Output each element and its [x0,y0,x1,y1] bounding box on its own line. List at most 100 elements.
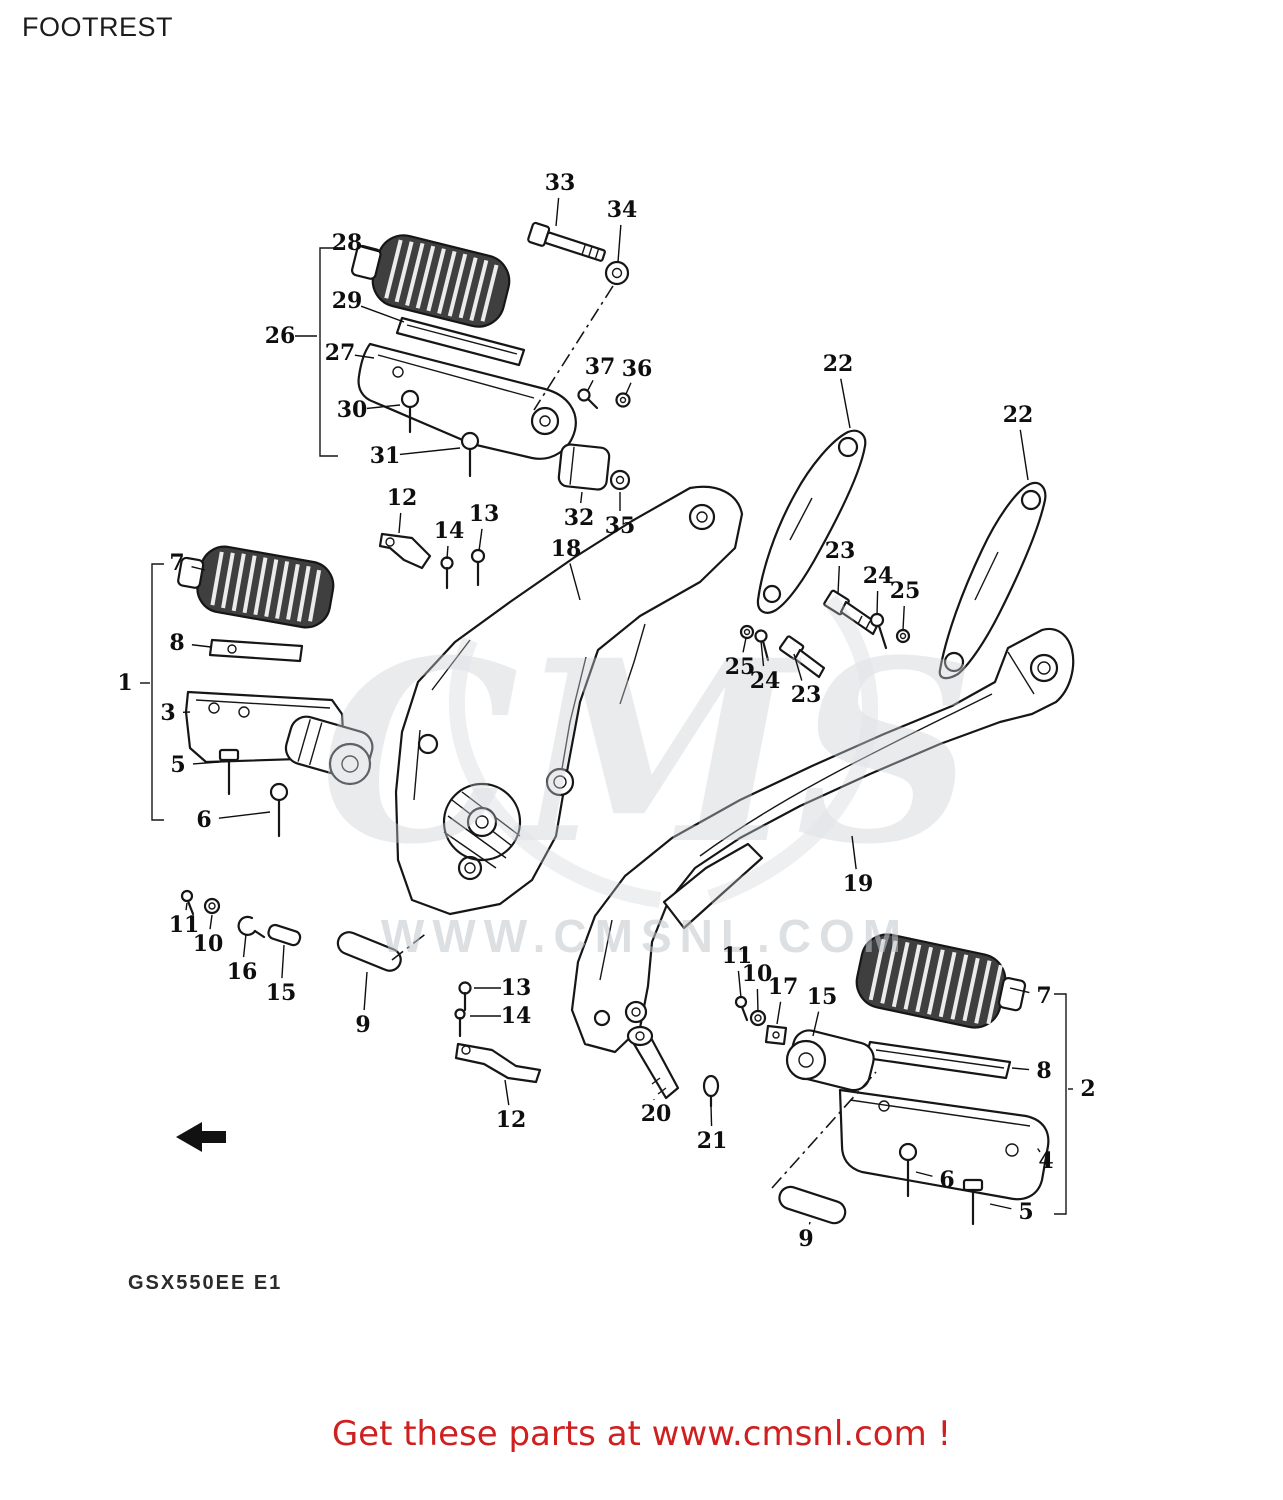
part-number-label: 37 [585,354,616,380]
part-11-screw [180,889,194,903]
leader-line [569,563,581,601]
fasteners-mid-left [378,532,486,590]
fasteners-right-upper [739,589,911,679]
model-code: GSX550EE E1 [128,1272,283,1294]
part-number-label: 18 [551,536,582,562]
part-19-frame-bracket [570,627,1075,1054]
leader-line [756,988,759,1013]
leader-line [191,565,206,571]
part-number-label: 24 [750,668,781,694]
part-number-label: 23 [825,538,856,564]
part-22-arms [756,429,1047,680]
part-number-label: 1 [117,670,132,696]
part-number-label: 31 [370,443,401,469]
part-7-rubber-peg-right [855,933,1027,1029]
part-number-label: 11 [169,912,200,938]
part-12-bracket-lower [454,1042,542,1084]
part-number-label: 14 [501,1003,532,1029]
part-13-screw [470,548,486,564]
part-13-screw-lower [458,981,472,995]
leader-line [876,590,879,616]
part-35-nut [609,469,631,491]
part-number-label: 13 [501,975,532,1001]
direction-arrow-icon [176,1122,226,1152]
part-number-label: 12 [496,1107,527,1133]
part-number-label: 21 [697,1128,728,1154]
part-number-label: 17 [768,974,799,1000]
leader-line [915,1171,933,1177]
leader-line [617,224,622,263]
part-number-label: 10 [193,931,224,957]
part-number-label: 9 [798,1226,813,1252]
part-29-bar [395,316,526,367]
part-number-label: 29 [332,288,363,314]
leader-line [366,404,401,410]
leader-line [399,447,461,456]
part-number-label: 6 [939,1167,954,1193]
leader-line [555,197,560,227]
part-number-label: 24 [863,563,894,589]
leader-line [192,761,220,765]
part-6-screw [269,782,289,802]
part-8-bar-right [864,1040,1012,1080]
leader-line [504,1079,510,1106]
leader-line [837,565,841,595]
part-number-label: 8 [1036,1058,1051,1084]
part-number-label: 23 [791,682,822,708]
leader-line [446,545,449,560]
leader-line [902,605,905,631]
part-number-label: 11 [722,943,753,969]
leader-line [361,246,381,253]
leader-line [478,528,483,552]
part-number-label: 4 [1038,1148,1053,1174]
leader-line [354,354,375,359]
page-title: FOOTREST [22,12,173,42]
watermark-logo-text: CMS [320,605,976,899]
part-number-label: 6 [196,807,211,833]
leader-line [191,644,212,648]
part-number-label: 25 [890,578,921,604]
part-number-label: 13 [469,501,500,527]
dimension-brackets [151,247,1067,1215]
leader-line [281,944,285,979]
part-28-rubber-peg [350,234,511,328]
part-number-label: 35 [605,513,636,539]
leader-line [812,1011,820,1037]
part-number-label: 12 [387,485,418,511]
watermark: CMS WWW.CMSNL.COM [320,595,976,962]
part-17-clip [764,1024,788,1046]
part-8-bar [208,638,304,663]
leader-line [989,1203,1012,1210]
part-32-spacer [557,443,611,491]
part-number-label: 33 [545,170,576,196]
part-12-bracket [378,532,432,570]
part-number-label: 10 [742,961,773,987]
part-37-screw [577,388,591,402]
leader-line [840,378,851,429]
part-number-label: 5 [1018,1199,1033,1225]
part-number-label: 25 [725,654,756,680]
part-number-label: 7 [169,550,184,576]
leader-line [1019,429,1029,481]
part-number-label: 16 [227,959,258,985]
leader-line [1009,987,1030,994]
part-number-label: 8 [169,630,184,656]
part-number-label: 27 [325,340,356,366]
part-33-bolt [527,221,606,262]
part-4-plate [838,1088,1050,1201]
part-21-pin [702,1074,720,1098]
footer-link[interactable]: Get these parts at www.cmsnl.com ! [331,1414,952,1454]
leader-line [737,970,742,999]
leader-line [1011,1067,1030,1071]
leader-line [185,902,188,911]
leader-line [580,491,583,504]
leader-line [625,382,632,395]
part-7-rubber-peg [177,545,335,629]
part-number-label: 3 [160,700,175,726]
leader-line [710,1105,713,1127]
part-5-bolt-head [218,748,240,762]
part-number-label: 19 [843,871,874,897]
part-number-label: 5 [170,752,185,778]
leader-line [360,305,405,323]
